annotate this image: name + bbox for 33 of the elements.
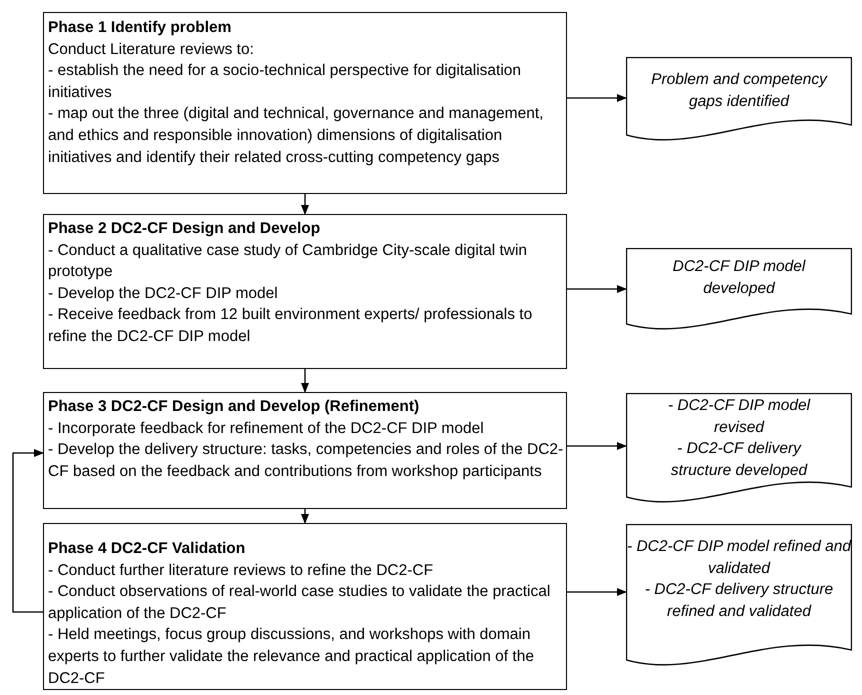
phase-description: - establish the need for a socio-technical perspective for digitalisation initiatives	[48, 61, 522, 103]
output-text: DC2-CF DIP model developed	[672, 257, 807, 299]
phase-heading: Phase 1 Identify problem	[48, 18, 232, 38]
output-text: - DC2-CF DIP model refined and validated	[627, 537, 851, 579]
arrow	[301, 509, 309, 524]
phase-description: - Develop the DC2-CF DIP model	[48, 284, 279, 304]
phase-heading: Phase 3 DC2-CF Design and Develop (Refinement)	[48, 397, 420, 417]
arrow	[567, 442, 627, 450]
arrow	[12, 449, 44, 613]
output-text: - DC2-CF delivery structure developed	[670, 439, 808, 481]
output-text: Problem and competency gaps identified	[650, 70, 828, 112]
phase-description: - Incorporate feedback for refinement of the DC2-CF DIP model	[48, 418, 485, 439]
phase-description: - Receive feedback from 12 built environment experts/ professionals to refine the DC2-CF DIP model	[48, 305, 534, 347]
phase-description: - Conduct further literature reviews to refine the DC2-CF	[48, 560, 434, 581]
phase-heading: Phase 4 DC2-CF Validation	[48, 539, 246, 559]
phase-description: - Develop the delivery structure: tasks, competencies and roles of the DC2-CF based on the feedback and contributions from workshop participants	[48, 440, 564, 482]
phase-description: - Conduct a qualitative case study of Cambridge City-scale digital twin prototype	[48, 240, 528, 282]
arrow	[567, 94, 627, 102]
output-text: - DC2-CF delivery structure refined and validated	[644, 580, 834, 622]
phase-heading: Phase 2 DC2-CF Design and Develop	[48, 219, 322, 239]
phase-box	[43, 214, 567, 369]
arrow	[301, 369, 309, 393]
output-text: - DC2-CF DIP model revised	[666, 396, 812, 438]
arrow	[301, 194, 309, 215]
phase-box	[43, 392, 567, 509]
phase-box	[43, 12, 567, 194]
phase-description: - Held meetings, focus group discussions, and workshops with domain experts to further validate the relevance and practical application of the DC2-CF	[48, 625, 535, 689]
phase-box	[43, 523, 567, 690]
phase-description: Conduct Literature reviews to:	[48, 40, 255, 60]
phase-description: - Conduct observations of real-world case studies to validate the practical application of the DC2-CF	[48, 582, 552, 624]
arrow	[567, 588, 627, 596]
phase-description: - map out the three (digital and technical, governance and management, and ethics and responsible innovation) dimensions of digitalisation initiatives and identify their related cross-cutting competency gaps	[48, 104, 544, 168]
arrow	[567, 285, 627, 293]
